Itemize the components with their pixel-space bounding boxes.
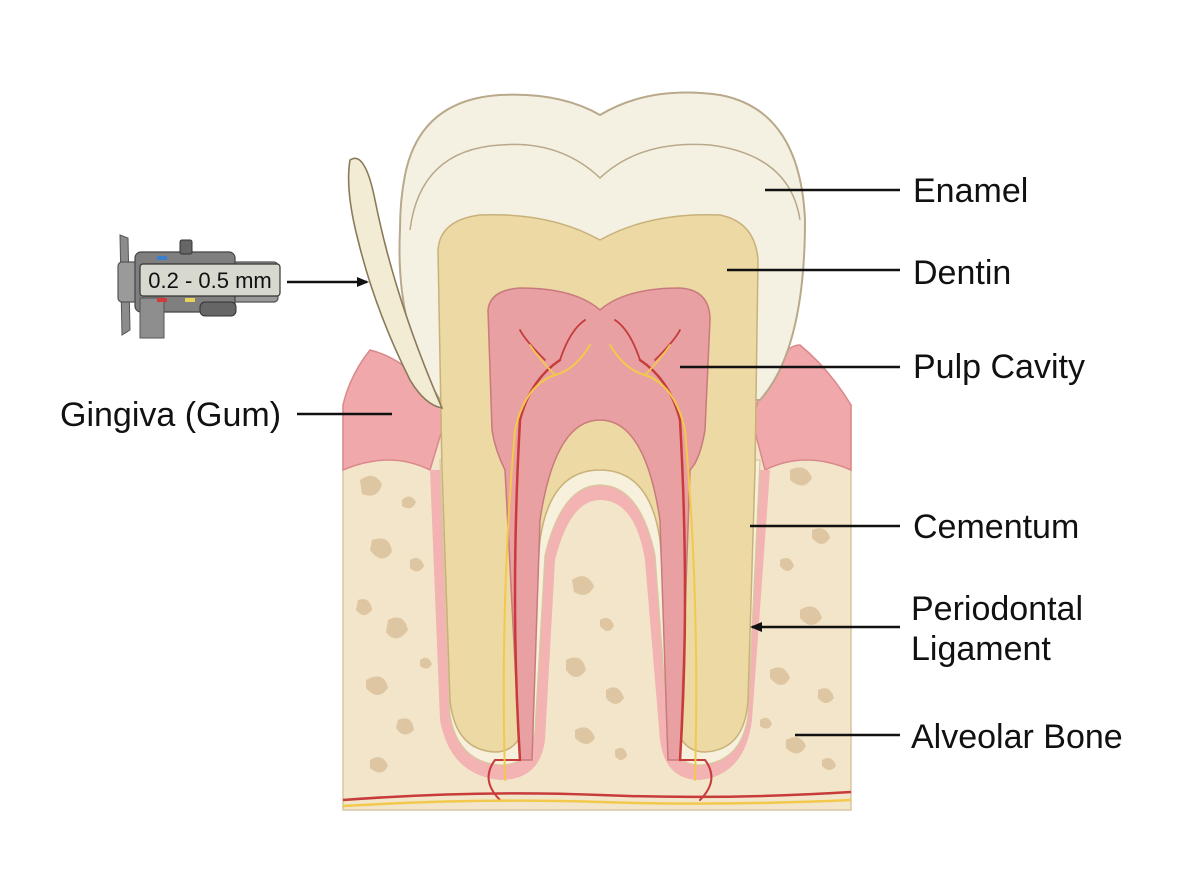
- label-cementum: Cementum: [913, 508, 1079, 546]
- pulp-cavity: [487, 287, 711, 761]
- label-periodontal-line2: Ligament: [911, 630, 1051, 668]
- caliper: 0.2 - 0.5 mm: [117, 234, 281, 339]
- label-enamel: Enamel: [913, 172, 1028, 210]
- pulp-nerves: [502, 344, 698, 781]
- enamel-dentin-line: [409, 143, 801, 231]
- pulp-vessels: [487, 319, 713, 801]
- label-periodontal-line1: Periodontal: [911, 590, 1083, 628]
- bone-trabeculae: [356, 467, 836, 773]
- label-pulp-cavity: Pulp Cavity: [913, 348, 1085, 386]
- label-dentin: Dentin: [913, 254, 1011, 292]
- enamel-layer-sliver: [347, 157, 444, 410]
- neurovascular-bundle: [342, 790, 852, 808]
- caliper-readout: 0.2 - 0.5 mm: [148, 268, 271, 293]
- label-alveolar-bone: Alveolar Bone: [911, 718, 1123, 756]
- label-gingiva: Gingiva (Gum): [60, 396, 281, 434]
